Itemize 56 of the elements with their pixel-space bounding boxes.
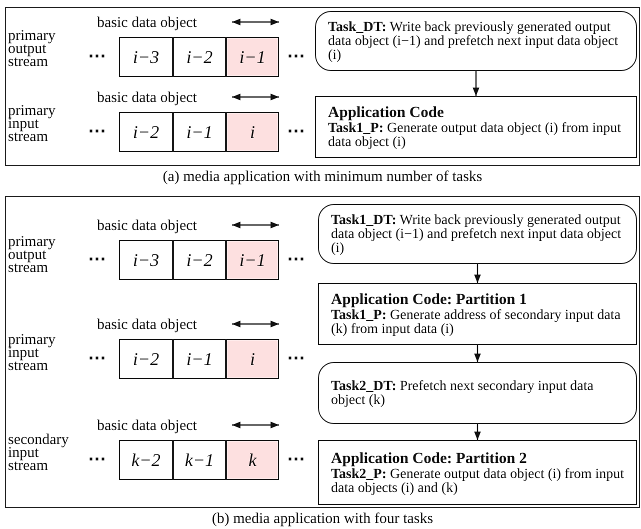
- ellipsis: ⋯: [287, 50, 305, 63]
- code-box: [315, 96, 637, 158]
- size-label: basic data object: [97, 220, 197, 233]
- panel-caption: (a) media application with minimum number of tasks: [162, 169, 484, 185]
- ellipsis: ⋯: [287, 253, 305, 266]
- data-object-cell: i−3: [119, 240, 173, 280]
- ellipsis: ⋯: [287, 125, 305, 138]
- arrow: [474, 264, 481, 283]
- data-object-cell: i−2: [173, 37, 226, 77]
- task-description: Task2_DT: Prefetch next secondary input data object (k): [331, 380, 594, 408]
- task-description: Task_DT: Write back previously generated output data object (i−1) and prefetch next input data object (i): [328, 21, 620, 63]
- box-heading: Application Code: Partition 2: [331, 452, 528, 466]
- data-object-cell: i−2: [119, 339, 173, 379]
- task-description: Task1_P: Generate address of secondary input data (k) from input data (i): [331, 309, 622, 337]
- data-object-cell: i−1: [173, 112, 226, 152]
- task-description: Task1_P: Generate output data object (i) from input data object (i): [328, 122, 622, 150]
- data-object-cell: i−1: [173, 339, 226, 379]
- box-heading: Application Code: Partition 1: [331, 293, 528, 307]
- arrow: [474, 424, 481, 440]
- size-label: basic data object: [97, 319, 197, 332]
- data-object-cell: i−2: [119, 112, 173, 152]
- data-object-cell: i−2: [173, 240, 226, 280]
- stream-label: secondary input stream: [8, 434, 70, 473]
- data-object-cell: i: [226, 112, 279, 152]
- ellipsis: ⋯: [88, 453, 106, 466]
- stream-label: primary input stream: [8, 105, 56, 144]
- stream-label: primary output stream: [8, 236, 56, 275]
- ellipsis: ⋯: [88, 352, 106, 365]
- size-label: basic data object: [97, 420, 197, 433]
- task-description: Task2_P: Generate output data object (i) from input data objects (i) and (k): [331, 468, 626, 496]
- task-box: [318, 362, 637, 424]
- stream-label: primary input stream: [8, 334, 56, 373]
- ellipsis: ⋯: [287, 352, 305, 365]
- ellipsis: ⋯: [88, 50, 106, 63]
- task-description: Task1_DT: Write back previously generated output data object (i−1) and prefetch next input data object (i): [331, 214, 622, 256]
- ellipsis: ⋯: [88, 253, 106, 266]
- size-label: basic data object: [97, 17, 197, 30]
- size-label: basic data object: [97, 92, 197, 105]
- task-box: [315, 11, 637, 71]
- data-object-cell: k−2: [119, 440, 173, 480]
- data-object-cell: i−1: [226, 240, 279, 280]
- data-object-cell: i−1: [226, 37, 279, 77]
- task-box: [318, 204, 637, 264]
- data-object-cell: k: [226, 440, 279, 480]
- panel-caption: (b) media application with four tasks: [210, 511, 434, 527]
- data-object-cell: k−1: [173, 440, 226, 480]
- code-box: [318, 440, 637, 505]
- data-object-cell: i: [226, 339, 279, 379]
- stream-label: primary output stream: [8, 30, 56, 69]
- box-heading: Application Code: [328, 106, 445, 120]
- code-box: [318, 283, 637, 345]
- ellipsis: ⋯: [88, 125, 106, 138]
- ellipsis: ⋯: [287, 453, 305, 466]
- data-object-cell: i−3: [119, 37, 173, 77]
- arrow: [472, 71, 480, 96]
- arrow: [474, 345, 481, 362]
